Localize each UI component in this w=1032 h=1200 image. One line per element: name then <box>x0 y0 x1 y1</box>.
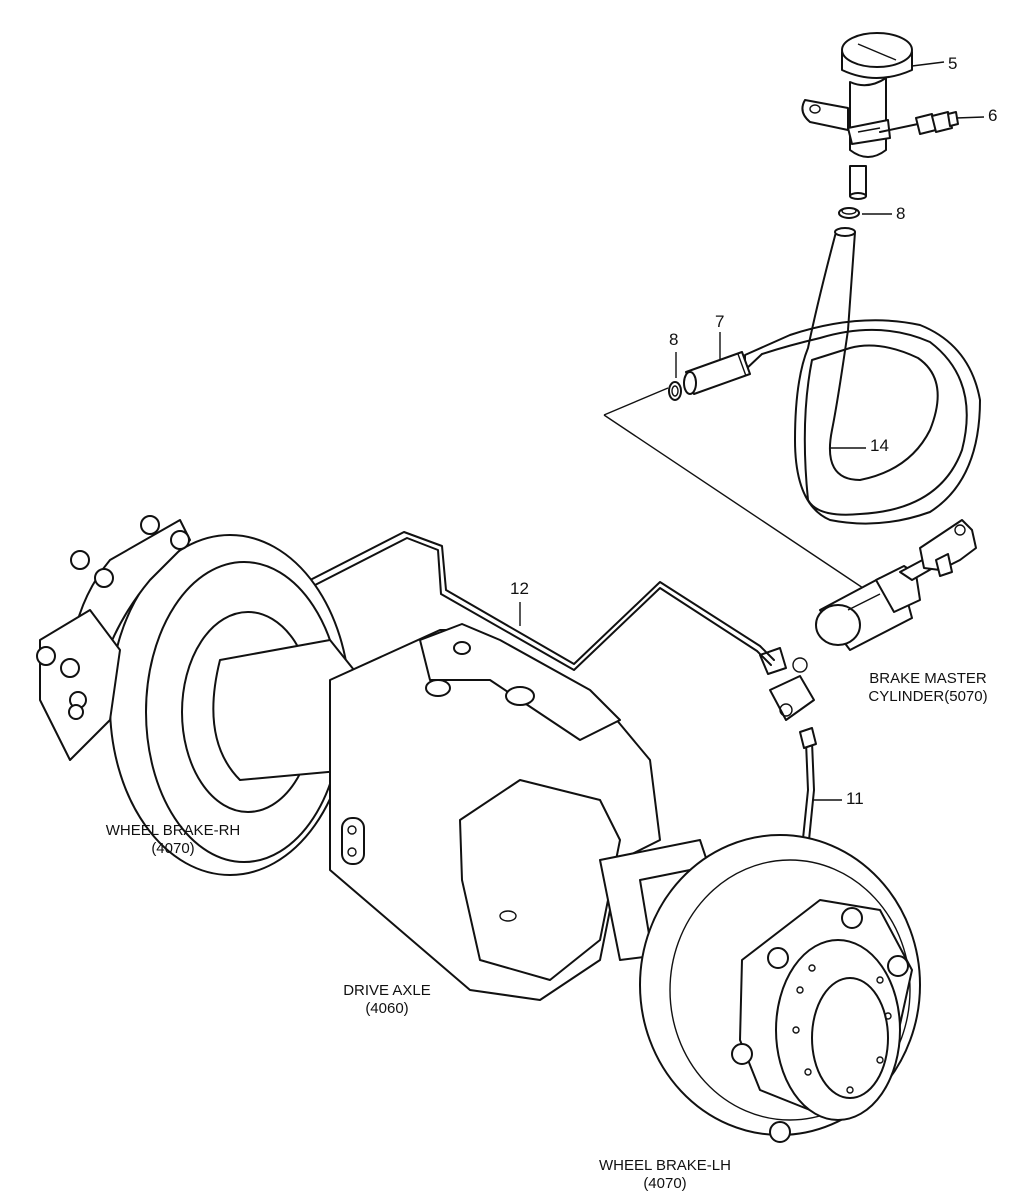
bleeder-fitting <box>879 111 959 135</box>
brake-fluid-reservoir <box>801 32 913 200</box>
hose-clamp-upper <box>838 207 860 219</box>
callout-8-lower: 8 <box>669 330 679 349</box>
label-wheel-brake-rh: WHEEL BRAKE-RH (4070) <box>105 822 241 857</box>
wheel-brake-lh <box>639 834 921 1143</box>
callout-5: 5 <box>948 54 958 73</box>
callout-12: 12 <box>510 579 529 598</box>
label-brake-master-cylinder: BRAKE MASTER CYLINDER(5070) <box>868 670 988 705</box>
callout-6: 6 <box>988 106 998 125</box>
label-wheel-brake-lh: WHEEL BRAKE-LH (4070) <box>599 1157 731 1192</box>
hose-clamp-lower <box>668 381 682 401</box>
callout-leaders <box>519 61 985 801</box>
callout-14: 14 <box>870 436 889 455</box>
label-drive-axle: DRIVE AXLE (4060) <box>343 982 431 1017</box>
connector-pipe <box>683 351 751 395</box>
reservoir-hose <box>744 227 981 525</box>
callout-11: 11 <box>846 789 864 808</box>
callout-8-upper: 8 <box>896 204 906 223</box>
brake-master-cylinder <box>759 519 977 721</box>
callout-7: 7 <box>715 312 725 331</box>
